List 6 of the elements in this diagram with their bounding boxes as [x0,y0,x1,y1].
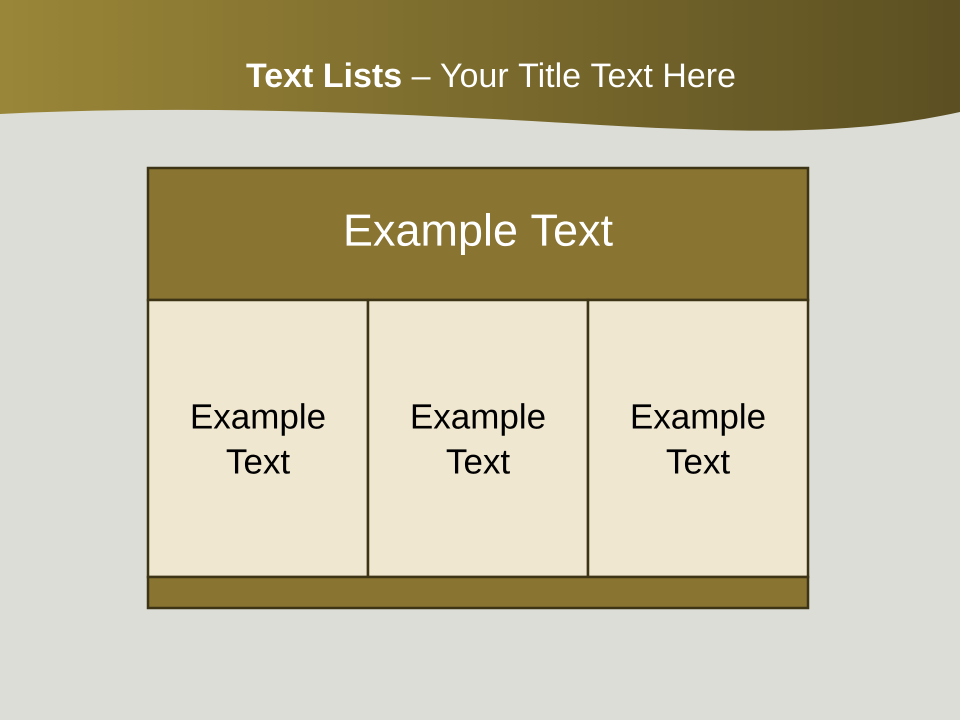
header-box: Example Text [146,166,810,302]
text-cell: Example Text [586,298,810,578]
text-cell: Example Text [366,298,590,578]
slide-title: Text Lists – Your Title Text Here [246,62,734,88]
text-cell: Example Text [146,298,370,578]
bottom-bar [146,576,810,610]
